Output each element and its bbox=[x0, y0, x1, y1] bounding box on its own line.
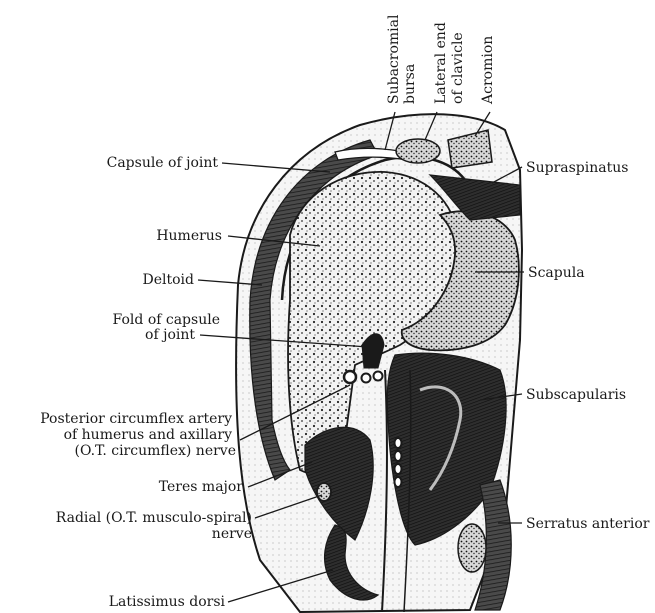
label-clavicle-line2: of clavicle bbox=[450, 32, 466, 104]
circumflex-vessel-2 bbox=[362, 374, 371, 383]
rib-section bbox=[458, 524, 486, 572]
label-fold-line2: of joint bbox=[145, 327, 195, 343]
label-acromion: Acromion bbox=[480, 36, 496, 105]
label-radial-line2: nerve bbox=[212, 526, 252, 542]
label-fold-line1: Fold of capsule bbox=[113, 312, 220, 328]
label-latissimus: Latissimus dorsi bbox=[109, 594, 226, 610]
top-labels: Subacromial bursa Lateral end of clavicl… bbox=[386, 14, 496, 105]
label-clavicle-line1: Lateral end bbox=[433, 22, 449, 104]
circumflex-vessel-1 bbox=[344, 371, 356, 383]
circumflex-vessel-3 bbox=[374, 372, 383, 381]
label-serratus: Serratus anterior bbox=[526, 516, 650, 532]
label-supraspinatus: Supraspinatus bbox=[526, 160, 628, 176]
axillary-node-4 bbox=[395, 477, 402, 487]
label-subscapularis: Subscapularis bbox=[526, 387, 626, 403]
radial-nerve-section bbox=[317, 483, 331, 501]
axillary-node-1 bbox=[395, 438, 402, 448]
label-scapula: Scapula bbox=[528, 265, 585, 281]
right-labels: Supraspinatus Scapula Subscapularis Serr… bbox=[526, 160, 650, 532]
label-radial-line1: Radial (O.T. musculo-spiral) bbox=[56, 510, 252, 526]
axillary-node-2 bbox=[395, 451, 402, 461]
axillary-node-3 bbox=[395, 464, 402, 474]
left-labels: Capsule of joint Humerus Deltoid Fold of… bbox=[40, 155, 252, 610]
label-humerus: Humerus bbox=[156, 228, 222, 244]
label-circumflex-line3: (O.T. circumflex) nerve bbox=[74, 443, 236, 459]
label-subacromial-line1: Subacromial bbox=[386, 14, 402, 104]
label-circumflex-line1: Posterior circumflex artery bbox=[40, 411, 232, 427]
label-capsule: Capsule of joint bbox=[107, 155, 219, 171]
label-circumflex-line2: of humerus and axillary bbox=[64, 427, 232, 443]
label-subacromial-line2: bursa bbox=[402, 64, 418, 104]
clavicle-lateral-end bbox=[396, 139, 440, 163]
label-teres-major: Teres major bbox=[159, 479, 244, 495]
label-deltoid: Deltoid bbox=[143, 272, 195, 288]
